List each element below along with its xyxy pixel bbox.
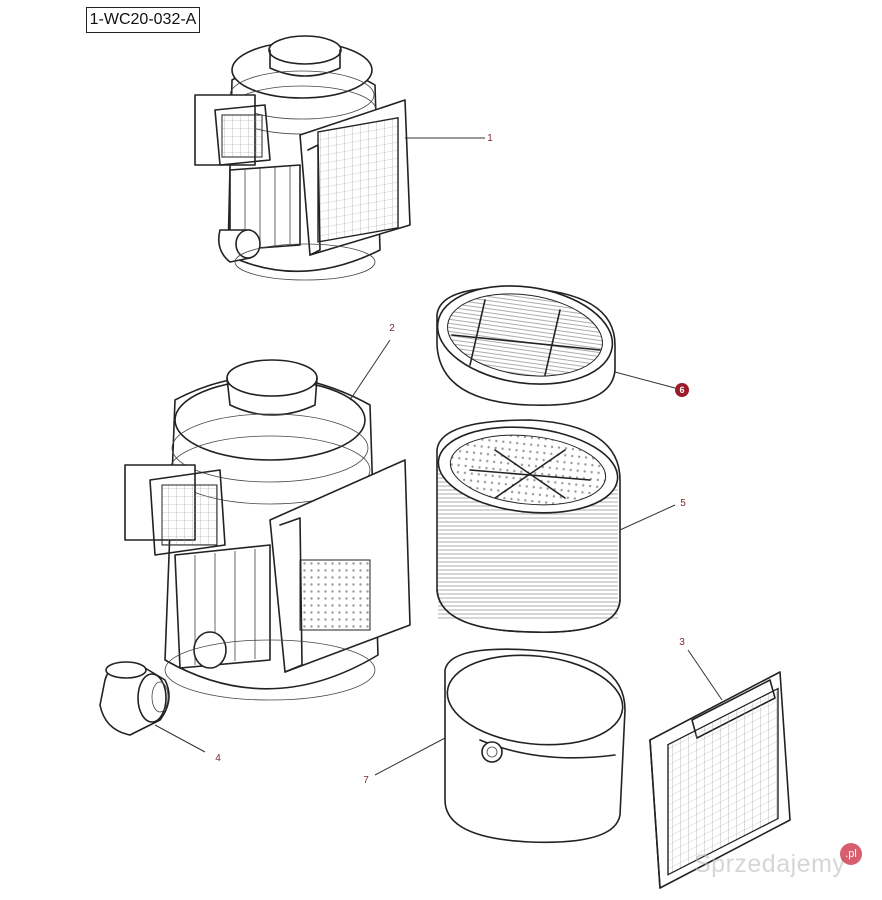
callout-4: 4	[215, 752, 221, 764]
watermark-text: Sprzedajemy	[694, 850, 846, 878]
callout-3: 3	[679, 636, 685, 648]
elbow-connector	[99, 661, 170, 736]
dust-cup-cover	[444, 648, 626, 844]
watermark-badge: .pl	[840, 843, 862, 865]
assembled-filter-housing	[194, 35, 411, 281]
safety-filter-element	[436, 285, 616, 407]
drawing-code-label: 1-WC20-032-A	[86, 7, 200, 33]
callout-7: 7	[363, 774, 369, 786]
intake-grille-cover	[649, 671, 791, 889]
callout-6: 6	[675, 383, 689, 397]
callout-2: 2	[389, 322, 395, 334]
callout-1: 1	[487, 132, 493, 144]
main-filter-element	[436, 419, 621, 634]
callout-5: 5	[680, 497, 686, 509]
housing-body	[124, 359, 411, 701]
